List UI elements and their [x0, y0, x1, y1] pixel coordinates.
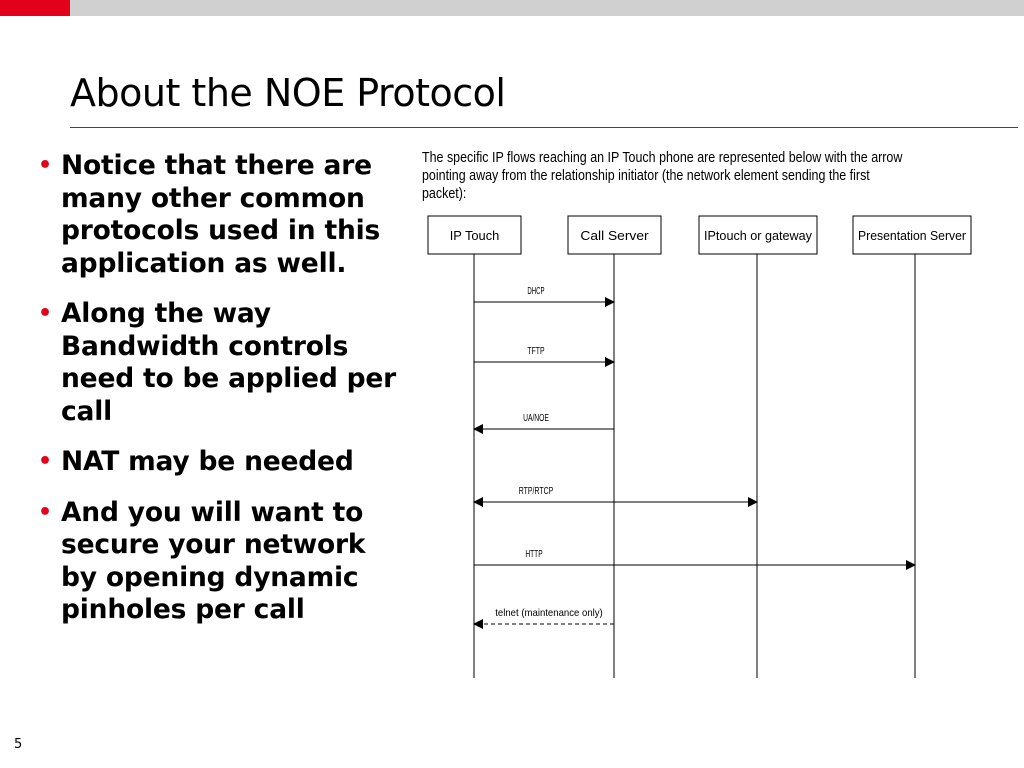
bullet-item: • Along the way Bandwidth controls need t…: [36, 298, 408, 428]
message-0: DHCP: [474, 285, 615, 307]
participant-label: Call Server: [580, 228, 649, 243]
participant-label: Presentation Server: [858, 228, 967, 243]
bullet-dot-icon: •: [38, 153, 52, 178]
bullet-text: Along the way Bandwidth controls need to…: [61, 298, 397, 427]
participant-box: [427, 215, 522, 255]
bullet-item: • Notice that there are many other common…: [36, 150, 408, 280]
message-label: UA/NOE: [523, 412, 549, 424]
bullet-item: • NAT may be needed: [36, 446, 408, 479]
message-label: RTP/RTCP: [519, 485, 553, 497]
participant-box: [698, 215, 818, 255]
participant-presentation: Presentation Server: [852, 215, 972, 678]
top-grey-bar: [70, 0, 1024, 16]
participant-gateway: IPtouch or gateway: [698, 215, 818, 678]
participant-box: [852, 215, 972, 255]
page-number: 5: [14, 737, 23, 752]
bullet-text: NAT may be needed: [61, 446, 354, 477]
message-3: RTP/RTCP: [473, 485, 758, 507]
bullet-dot-icon: •: [38, 499, 52, 525]
top-accent-bar: [0, 0, 70, 16]
message-5: telnet (maintenance only): [473, 607, 614, 629]
bullet-dot-icon: •: [38, 449, 52, 474]
bullet-dot-icon: •: [38, 301, 52, 326]
message-1: TFTP: [474, 345, 615, 367]
participant-iptouch: IP Touch: [427, 215, 522, 678]
bullet-item: • And you will want to secure your networ…: [36, 497, 408, 627]
participant-label: IPtouch or gateway: [704, 228, 812, 243]
bullet-text: Notice that there are many other common …: [61, 150, 381, 279]
participant-callserver: Call Server: [567, 215, 662, 678]
diagram-caption: The specific IP flows reaching an IP Tou…: [422, 150, 903, 202]
message-label: TFTP: [527, 345, 544, 357]
message-label: HTTP: [525, 548, 542, 560]
title-divider: [70, 127, 1018, 128]
message-label: DHCP: [527, 285, 544, 297]
message-4: HTTP: [474, 548, 916, 570]
bullet-text: And you will want to secure your network…: [61, 496, 366, 626]
bullet-list: • Notice that there are many other common…: [36, 150, 408, 645]
slide-title: About the NOE Protocol: [70, 71, 506, 115]
message-label: telnet (maintenance only): [495, 607, 603, 619]
participant-box: [567, 215, 662, 255]
message-2: UA/NOE: [473, 412, 614, 434]
participant-label: IP Touch: [450, 228, 500, 243]
